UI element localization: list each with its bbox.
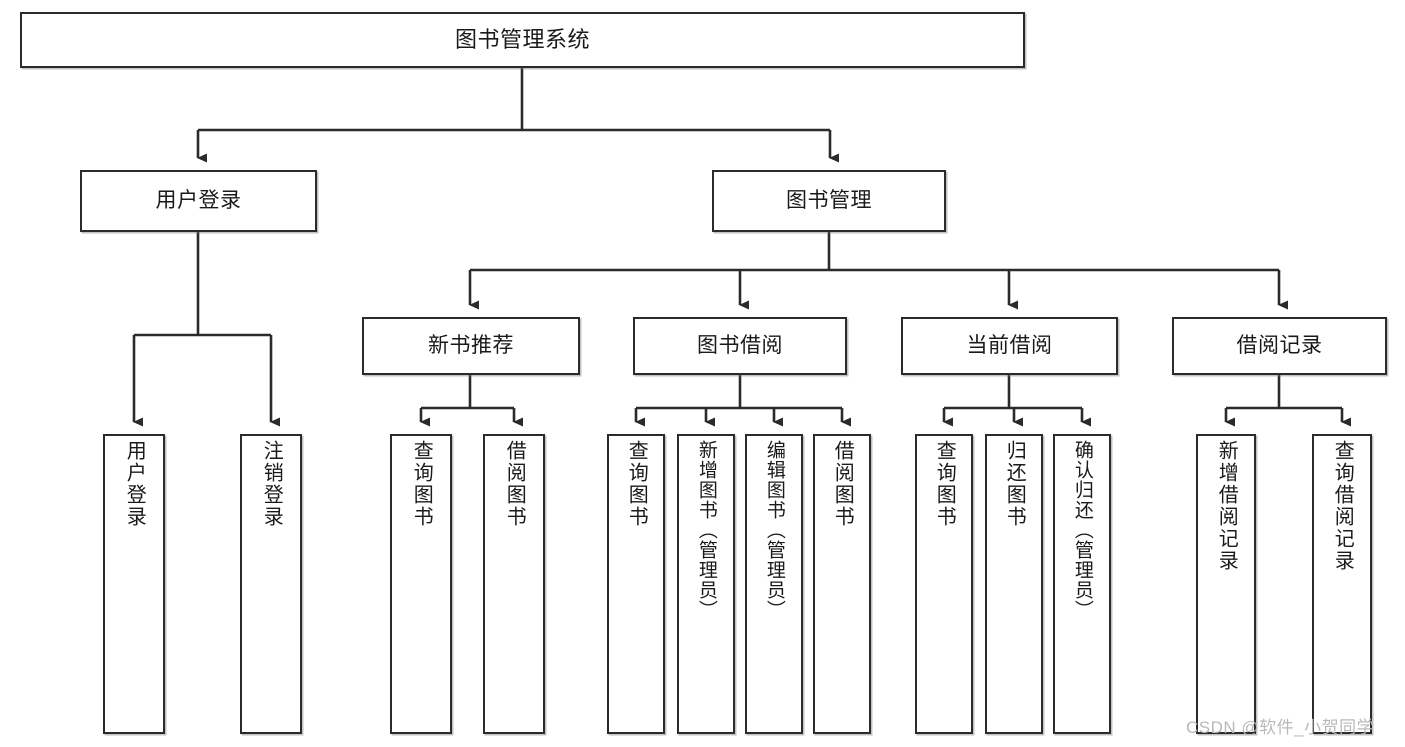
node-user-login-label: 用户登录 — [155, 188, 242, 212]
node-leaf-query-book-3[interactable]: 查询图书 — [915, 434, 973, 734]
node-root-label: 图书管理系统 — [454, 27, 590, 53]
node-leaf-add-record-label: 新增借阅记录 — [1215, 440, 1238, 572]
node-leaf-borrow-book-1[interactable]: 借阅图书 — [483, 434, 545, 734]
node-leaf-borrow-book-2[interactable]: 借阅图书 — [813, 434, 871, 734]
node-leaf-query-book-1[interactable]: 查询图书 — [390, 434, 452, 734]
node-leaf-query-book-2-label: 查询图书 — [625, 440, 648, 528]
node-book-manage-label: 图书管理 — [786, 188, 872, 212]
node-leaf-add-book-label: 新增图书（管理员） — [695, 440, 717, 620]
node-leaf-user-login-label: 用户登录 — [123, 440, 146, 528]
node-book-manage[interactable]: 图书管理 — [712, 170, 946, 232]
node-root[interactable]: 图书管理系统 — [20, 12, 1025, 68]
node-user-login[interactable]: 用户登录 — [80, 170, 317, 232]
node-leaf-add-record[interactable]: 新增借阅记录 — [1196, 434, 1256, 734]
node-leaf-borrow-book-1-label: 借阅图书 — [503, 440, 526, 528]
node-borrow-record[interactable]: 借阅记录 — [1172, 317, 1387, 375]
csdn-watermark: CSDN @软件_小贺同学 — [1186, 718, 1375, 737]
node-book-borrow[interactable]: 图书借阅 — [633, 317, 847, 375]
node-book-borrow-label: 图书借阅 — [697, 333, 783, 357]
node-leaf-return-book[interactable]: 归还图书 — [985, 434, 1043, 734]
node-current-borrow-label: 当前借阅 — [966, 333, 1053, 357]
node-new-book-rec-label: 新书推荐 — [428, 333, 514, 357]
node-leaf-confirm-return-label: 确认归还（管理员） — [1071, 440, 1093, 620]
node-leaf-query-book-1-label: 查询图书 — [410, 440, 433, 528]
node-new-book-rec[interactable]: 新书推荐 — [362, 317, 580, 375]
node-leaf-query-record-label: 查询借阅记录 — [1331, 440, 1354, 572]
node-leaf-query-record[interactable]: 查询借阅记录 — [1312, 434, 1372, 734]
node-leaf-return-book-label: 归还图书 — [1003, 440, 1026, 528]
node-leaf-edit-book[interactable]: 编辑图书（管理员） — [745, 434, 803, 734]
node-leaf-edit-book-label: 编辑图书（管理员） — [763, 440, 785, 620]
node-leaf-add-book[interactable]: 新增图书（管理员） — [677, 434, 735, 734]
node-leaf-query-book-2[interactable]: 查询图书 — [607, 434, 665, 734]
node-leaf-confirm-return[interactable]: 确认归还（管理员） — [1053, 434, 1111, 734]
node-leaf-user-logout[interactable]: 注销登录 — [240, 434, 302, 734]
node-leaf-user-login[interactable]: 用户登录 — [103, 434, 165, 734]
node-current-borrow[interactable]: 当前借阅 — [901, 317, 1118, 375]
node-borrow-record-label: 借阅记录 — [1236, 333, 1323, 357]
node-leaf-query-book-3-label: 查询图书 — [933, 440, 956, 528]
node-leaf-borrow-book-2-label: 借阅图书 — [831, 440, 854, 528]
node-leaf-user-logout-label: 注销登录 — [260, 440, 283, 528]
